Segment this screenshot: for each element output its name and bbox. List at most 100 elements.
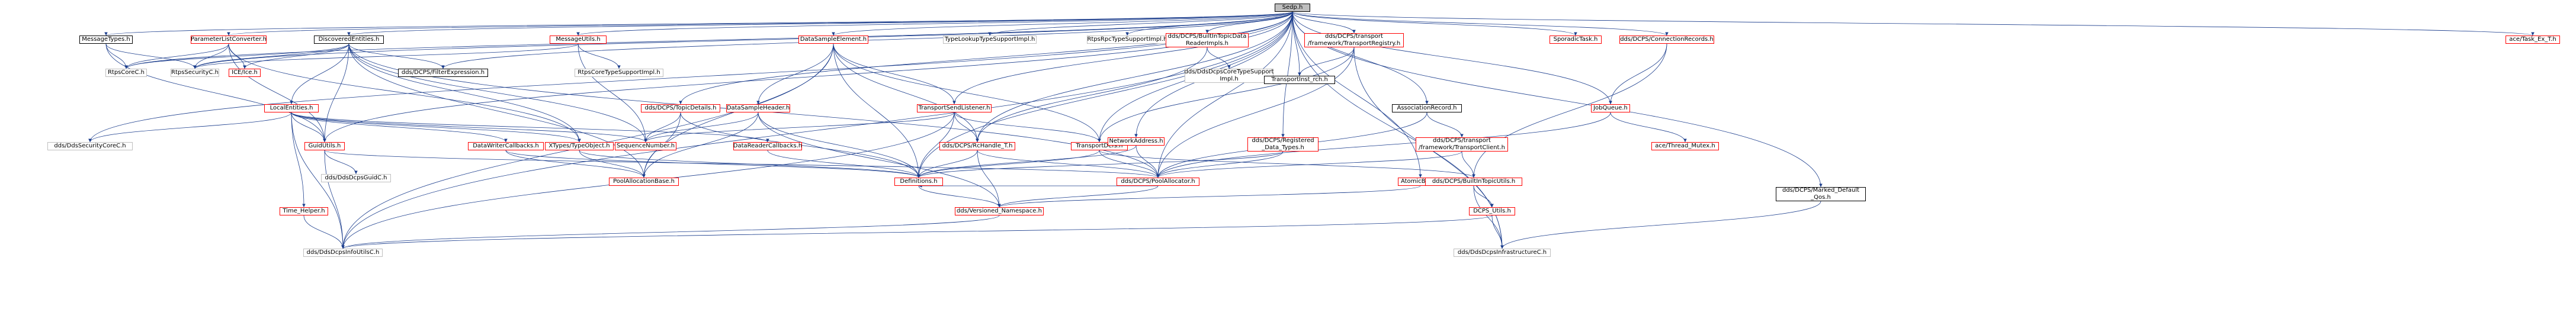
node-label: AssociationRecord.h [1397,105,1457,111]
edge-sedp-to-ddsinfo [341,11,1293,249]
edge-localent-to-seqnum [291,112,647,143]
node-ddsinfo[interactable]: dds/DdsDcpsInfoUtilsC.h [303,249,383,257]
node-ddsinfra[interactable]: dds/DdsDcpsInfrastructureC.h [1454,249,1551,257]
node-transportinst[interactable]: TransportInst_rch.h [1264,76,1335,84]
node-jobqueue[interactable]: JobQueue.h [1591,104,1630,112]
node-label: dds/DCPS/TopicDetails.h [644,105,717,111]
node-registered[interactable]: dds/DCPS/Registered _Data_Types.h [1247,137,1319,152]
edges-layer [88,11,2535,249]
edge-msgutils-to-rtpssec [193,43,579,69]
node-connrec[interactable]: dds/DCPS/ConnectionRecords.h [1619,36,1714,44]
node-ice[interactable]: ICE/Ice.h [229,69,261,77]
edge-transportdefs-to-definitions [917,150,1100,178]
edge-localent-to-guidutils [291,112,326,143]
node-label: JobQueue.h [1593,105,1628,111]
node-threadmutex[interactable]: ace/Thread_Mutex.h [1651,142,1719,150]
edge-dwcb-to-poolalloc [505,150,646,178]
edge-registered-to-definitions [917,151,1284,178]
node-builtinutils[interactable]: dds/DCPS/BuiltInTopicUtils.h [1425,178,1522,186]
edge-xtypes-to-poolalloc [579,150,646,178]
node-label: RtpsCoreC.h [107,69,145,76]
node-label: Sedp.h [1282,4,1303,11]
edge-sedp-to-msgutils [576,11,1293,36]
node-label: DCPS_Utils.h [1473,208,1511,214]
node-sedp[interactable]: Sedp.h [1275,4,1310,12]
node-label: dds/Versioned_Namespace.h [957,208,1042,214]
node-pooldcps[interactable]: dds/DCPS/PoolAllocator.h [1117,178,1199,186]
node-label: dds/DCPS/RcHandle_T.h [942,143,1013,149]
edge-builtintopic-to-rchandle [976,47,1208,143]
node-rtpscore[interactable]: RtpsCoreC.h [105,69,147,77]
edge-netaddr-to-definitions [917,145,1137,178]
node-acetask[interactable]: ace/Task_Ex_T.h [2506,36,2560,44]
node-msgtypes[interactable]: MessageTypes.h [79,36,133,44]
node-ddsguid[interactable]: dds/DdsDcpsGuidC.h [321,174,391,182]
node-guidutils[interactable]: GuidUtils.h [304,142,345,150]
node-definitions[interactable]: Definitions.h [894,178,943,186]
edge-disc-to-rtpscore [124,43,349,69]
node-dcpsutils[interactable]: DCPS_Utils.h [1469,207,1515,215]
edge-localent-to-drcb [291,112,769,143]
node-localent[interactable]: LocalEntities.h [264,104,319,112]
node-label: MessageTypes.h [82,36,130,43]
node-label: dds/DCPS/FilterExpression.h [401,69,485,76]
edge-timehelper-to-ddsinfo [303,215,345,249]
edge-transportdefs-to-pooldcps [1099,150,1160,178]
node-label: ace/Thread_Mutex.h [1655,143,1715,149]
node-filterseq[interactable]: dds/DCPS/FilterExpression.h [398,69,488,77]
node-drcb[interactable]: DataReaderCallbacks.h [733,142,802,150]
edge-guidutils-to-ddsinfo [324,150,345,249]
node-typelookup[interactable]: TypeLookupTypeSupportImpl.h [943,36,1037,44]
node-rtpsrpc[interactable]: RtpsRpcTypeSupportImpl.h [1087,36,1167,44]
edge-sedp-to-rtpssec [193,11,1293,69]
node-disc[interactable]: DiscoveredEntities.h [314,36,384,44]
node-timehelper[interactable]: Time_Helper.h [280,207,328,215]
node-markeddefault[interactable]: dds/DCPS/Marked_Default _Qos.h [1776,187,1866,201]
node-label: TypeLookupTypeSupportImpl.h [944,36,1035,43]
edge-sedp-to-tsl [952,11,1293,105]
node-rchandle[interactable]: dds/DCPS/RcHandle_T.h [939,142,1015,150]
node-versioned[interactable]: dds/Versioned_Namespace.h [955,207,1044,215]
edge-pooldcps-to-versioned [997,185,1159,208]
edge-treg-to-transportdefs [1098,47,1355,143]
node-ddssec[interactable]: dds/DdsSecurityCoreC.h [47,142,133,150]
edge-drcb-to-definitions [767,150,920,178]
edge-plc-to-guidutils [228,43,326,143]
node-label: Time_Helper.h [283,208,325,214]
node-tclient[interactable]: dds/DCPS/transport /framework/TransportC… [1416,137,1508,152]
node-xtypes[interactable]: XTypes/TypeObject.h [545,142,614,150]
node-dse[interactable]: DataSampleElement.h [798,36,868,44]
node-msgutils[interactable]: MessageUtils.h [550,36,607,44]
node-label: SporadicTask.h [1553,36,1598,43]
edge-disc-to-rtpssec [193,43,349,69]
node-seqnum[interactable]: SequenceNumber.h [615,142,676,150]
node-builtintopic[interactable]: dds/DCPS/BuiltInTopicData ReaderImpls.h [1166,33,1249,47]
edge-disc-to-seqnum [348,43,647,143]
edge-tsl-to-transportdefs [954,112,1101,143]
node-netaddr[interactable]: NetworkAddress.h [1108,137,1165,146]
edge-transportdefs-to-builtinutils [1099,150,1475,178]
node-treg[interactable]: dds/DCPS/transport /framework/TransportR… [1304,33,1404,47]
node-ddscore[interactable]: dds/DdsDcpsCoreTypeSupport Impl.h [1185,69,1273,83]
edge-dse-to-dsh [756,43,834,105]
node-dwcb[interactable]: DataWriterCallbacks.h [468,142,544,150]
edge-plc-to-rtpscore [124,43,229,69]
edge-guidutils-to-ddsguid [324,150,358,175]
edge-msgutils-to-seqnum [578,43,647,143]
node-dsh[interactable]: DataSampleHeader.h [726,104,790,112]
edge-sedp-to-sporadic [1292,11,1577,36]
node-plc[interactable]: ParameterListConverter.h [191,36,267,44]
node-rtpscorets[interactable]: RtpsCoreTypeSupportImpl.h [575,69,663,77]
node-sporadic[interactable]: SporadicTask.h [1550,36,1602,44]
edge-tsl-to-rchandle [954,112,979,143]
edge-connrec-to-jobqueue [1609,43,1667,105]
edge-sedp-to-rchandle [976,11,1293,143]
node-label: dds/DCPS/Registered _Data_Types.h [1252,137,1314,151]
node-rtpssec[interactable]: RtpsSecurityC.h [171,69,219,77]
node-tsl[interactable]: TransportSendListener.h [917,104,992,112]
node-poolalloc[interactable]: PoolAllocationBase.h [609,178,679,186]
node-topicdetails[interactable]: dds/DCPS/TopicDetails.h [641,104,720,112]
node-assocrec[interactable]: AssociationRecord.h [1392,104,1462,112]
edge-localent-to-dwcb [291,112,508,143]
edge-dcpsutils-to-ddsinfo [341,215,1493,249]
